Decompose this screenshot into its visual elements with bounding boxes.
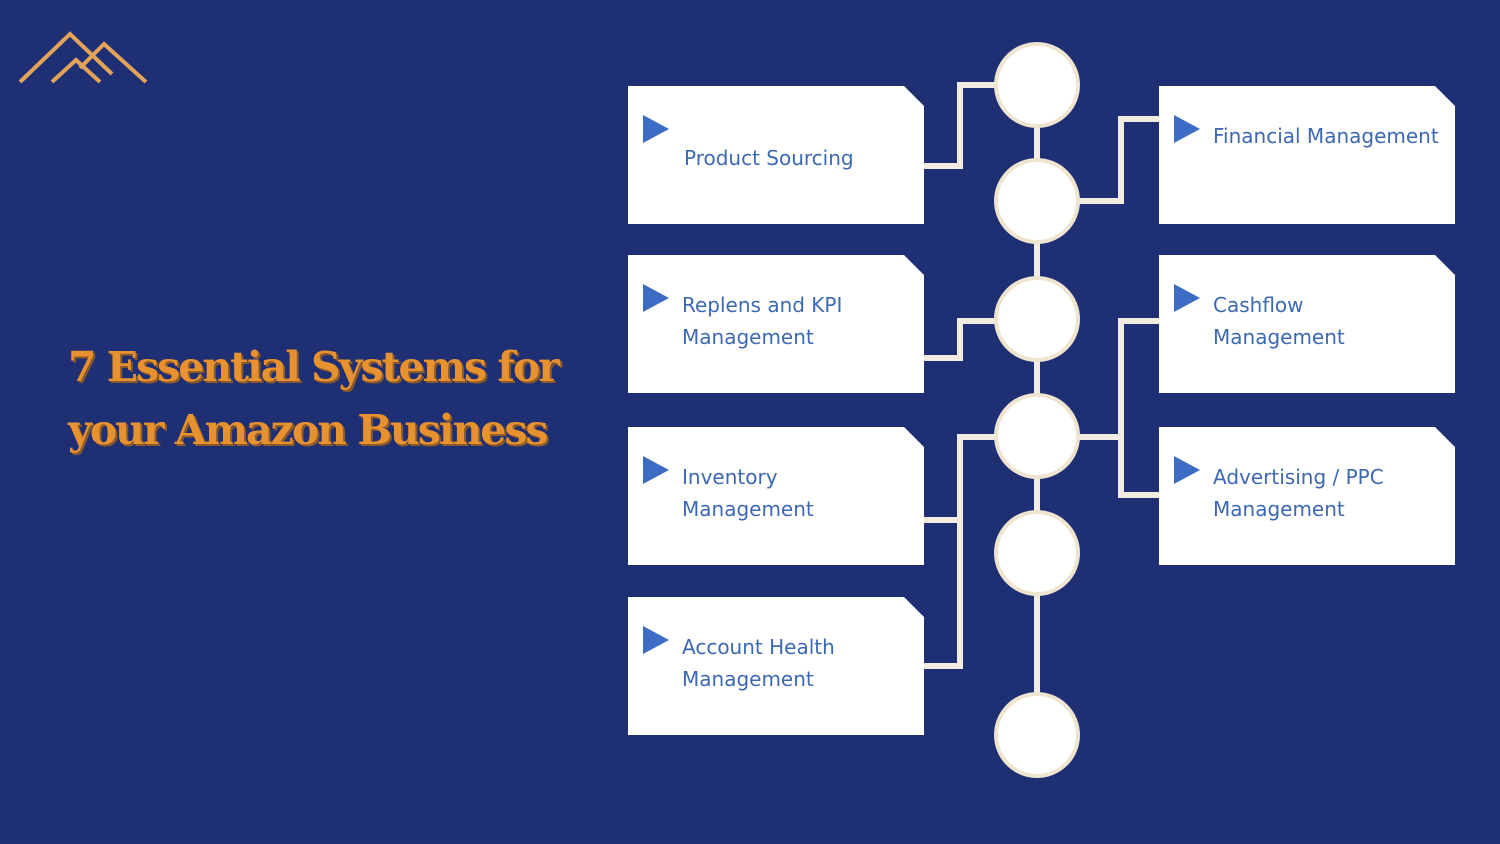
system-label: Financial Management — [1213, 124, 1439, 148]
timeline-node — [994, 510, 1080, 596]
connector-advertising — [1118, 437, 1160, 498]
timeline-node — [994, 692, 1080, 778]
system-card-financial: Financial Management — [1159, 86, 1455, 224]
system-card-advertising-ppc: Advertising / PPC Management — [1159, 427, 1455, 565]
title-line-1: 7 Essential Systems for — [68, 343, 560, 391]
timeline-node — [994, 276, 1080, 362]
connector-account-health — [922, 437, 963, 669]
system-card-cashflow: Cashflow Management — [1159, 255, 1455, 393]
system-label: Account Health Management — [682, 635, 835, 691]
timeline-node — [994, 393, 1080, 479]
play-triangle-icon — [643, 456, 669, 484]
title-line-2: your Amazon Business — [68, 406, 549, 454]
timeline-node — [994, 42, 1080, 128]
system-card-product-sourcing: Product Sourcing — [628, 86, 924, 224]
system-card-account-health: Account Health Management — [628, 597, 924, 735]
page-title: 7 Essential Systems for your Amazon Busi… — [68, 336, 588, 462]
play-triangle-icon — [643, 115, 669, 143]
system-label: Replens and KPI Management — [682, 293, 843, 349]
play-triangle-icon — [1174, 115, 1200, 143]
mountain-logo-icon — [18, 31, 148, 84]
system-card-inventory: Inventory Management — [628, 427, 924, 565]
system-label: Product Sourcing — [684, 146, 854, 170]
system-label: Inventory Management — [682, 465, 814, 521]
system-label: Advertising / PPC Management — [1213, 465, 1384, 521]
play-triangle-icon — [1174, 284, 1200, 312]
play-triangle-icon — [643, 626, 669, 654]
system-card-replens-kpi: Replens and KPI Management — [628, 255, 924, 393]
play-triangle-icon — [1174, 456, 1200, 484]
play-triangle-icon — [643, 284, 669, 312]
system-label: Cashflow Management — [1213, 293, 1345, 349]
timeline-node — [994, 158, 1080, 244]
